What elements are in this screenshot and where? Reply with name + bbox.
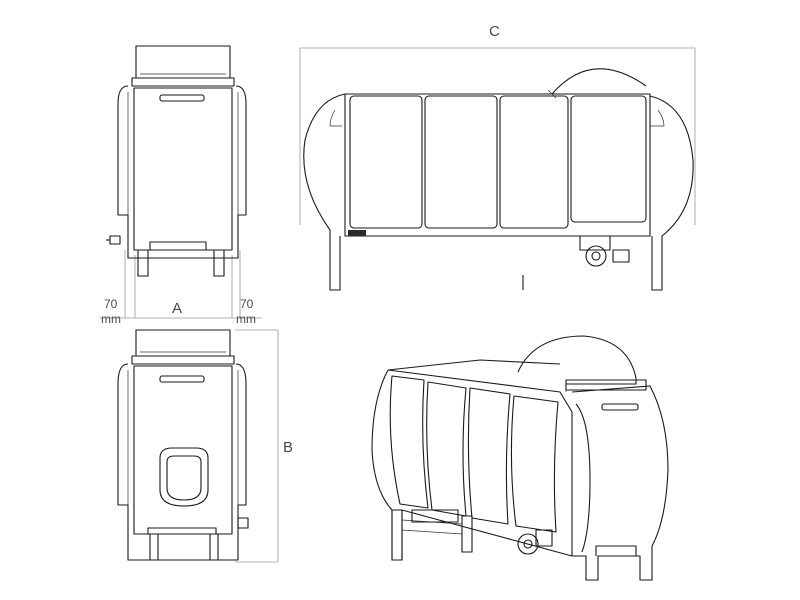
dimension-c-label: C bbox=[489, 23, 500, 40]
dimension-lines bbox=[100, 47, 696, 563]
left-clearance-unit: mm bbox=[101, 312, 121, 326]
right-clearance-value: 70 bbox=[240, 297, 254, 311]
dimension-a-label: A bbox=[172, 300, 182, 317]
dimension-b-label: B bbox=[283, 439, 293, 456]
perspective-view bbox=[371, 335, 669, 581]
rear-view bbox=[117, 329, 249, 561]
side-view bbox=[303, 68, 694, 291]
right-clearance-unit: mm bbox=[236, 312, 256, 326]
front-view bbox=[106, 45, 247, 277]
left-clearance-value: 70 bbox=[104, 297, 118, 311]
